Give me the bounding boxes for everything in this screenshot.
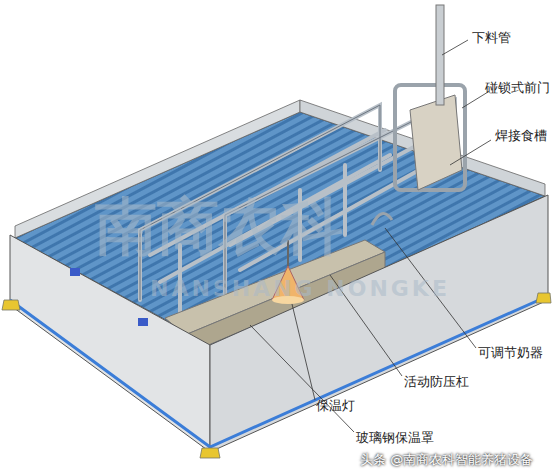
part-label: 碰锁式前门 [485,80,550,96]
watermark: NANSHANG NONGKE [150,276,450,302]
part-label: 活动防压杠 [404,374,469,390]
part-label: 下料管 [472,30,511,46]
watermark: 南商农科 [95,190,343,264]
part-label: 玻璃钢保温罩 [356,430,434,446]
part-label: 保温灯 [316,398,355,414]
part-label: 焊接食槽 [495,128,547,144]
footer-credit: 头条 @南商农科智能养猪设备 [360,452,533,468]
part-label: 可调节奶器 [478,345,543,361]
